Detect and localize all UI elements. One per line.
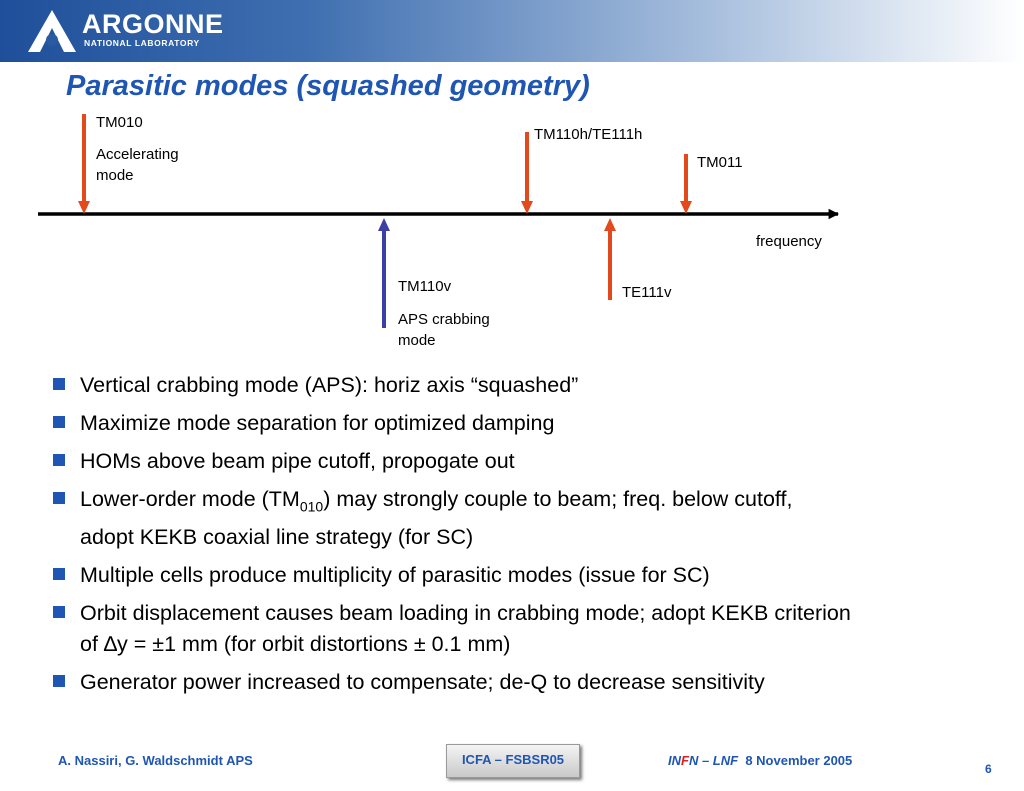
footer-conference: ICFA – FSBSR05 (461, 752, 565, 767)
bullet-item: HOMs above beam pipe cutoff, propogate o… (52, 446, 852, 477)
footer-date: 8 November 2005 (745, 753, 853, 768)
tm110v-description: APS crabbing mode (398, 311, 490, 349)
bullet-item: Maximize mode separation for optimized d… (52, 408, 852, 439)
te111v-label: TE111v (622, 284, 672, 301)
argonne-logo: ARGONNE NATIONAL LABORATORY (26, 8, 223, 54)
bullet-item: Vertical crabbing mode (APS): horiz axis… (52, 370, 852, 401)
logo-subtitle: NATIONAL LABORATORY (84, 38, 200, 48)
footer-authors: A. Nassiri, G. Waldschmidt APS (58, 753, 253, 768)
bullet-square-icon (53, 606, 65, 619)
bullet-text: Multiple cells produce multiplicity of p… (80, 563, 710, 588)
bullet-item: Orbit displacement causes beam loading i… (52, 598, 852, 660)
bullet-square-icon (53, 492, 65, 504)
bullet-subscript: 010 (299, 498, 324, 515)
footer-conference-box: ICFA – FSBSR05 (446, 744, 580, 778)
bullet-list: Vertical crabbing mode (APS): horiz axis… (52, 370, 852, 705)
tm011-label: TM011 (697, 154, 743, 171)
argonne-a-icon (28, 10, 76, 52)
tm010-description: Accelerating mode (96, 146, 179, 184)
mode-frequency-diagram (38, 114, 840, 328)
bullet-text: Maximize mode separation for optimized d… (80, 411, 555, 435)
tm010-arrow (78, 114, 90, 214)
footer-right: INFN – LNF 8 November 2005 (668, 753, 852, 768)
bullet-text: Vertical crabbing mode (APS): horiz axis… (80, 373, 579, 397)
bullet-text: Generator power increased to compensate;… (80, 670, 765, 695)
tm011-arrow (680, 154, 692, 214)
footer-infn-b: F (681, 753, 689, 768)
bullet-text-post: ) may strongly couple to beam; freq. bel… (80, 487, 793, 550)
bullet-text-pre: Lower-order mode (TM (80, 487, 300, 511)
bullet-item: Multiple cells produce multiplicity of p… (52, 560, 852, 591)
bullet-item: Generator power increased to compensate;… (52, 667, 852, 698)
tm110h-arrow (521, 132, 533, 214)
bullet-square-icon (53, 568, 65, 581)
bullet-item: Lower-order mode (TM010) may strongly co… (52, 484, 852, 553)
tm010-label: TM010 (96, 114, 143, 131)
tm110h-label: TM110h/TE111h (534, 126, 643, 143)
page-number: 6 (985, 762, 992, 776)
tm110v-arrow (378, 218, 390, 328)
bullet-square-icon (53, 675, 65, 688)
footer-infn-c: N – LNF (688, 753, 739, 768)
footer-infn-a: IN (668, 753, 681, 768)
bullet-square-icon (53, 416, 65, 428)
bullet-text: Orbit displacement causes beam loading i… (80, 601, 851, 657)
bullet-text: HOMs above beam pipe cutoff, propogate o… (80, 449, 515, 473)
bullet-square-icon (53, 378, 65, 390)
tm110v-label: TM110v (398, 278, 452, 295)
frequency-axis-label: frequency (756, 233, 822, 250)
bullet-square-icon (53, 454, 65, 466)
slide-title: Parasitic modes (squashed geometry) (66, 70, 590, 102)
te111v-arrow (604, 218, 616, 300)
logo-wordmark: ARGONNE (82, 9, 224, 39)
header-banner: ARGONNE NATIONAL LABORATORY (0, 0, 1024, 62)
